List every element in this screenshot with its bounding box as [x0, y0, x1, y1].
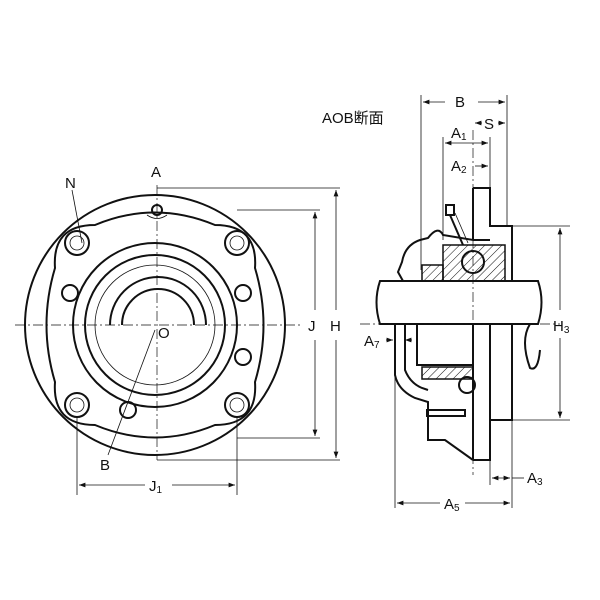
small-hole [234, 284, 252, 302]
label-j: J [308, 318, 316, 335]
label-s: S [484, 116, 494, 133]
grease-nipple-side [445, 204, 469, 246]
label-a5: A5 [444, 496, 460, 514]
front-view: N A O J H B J1 [15, 164, 341, 496]
bolt-hole-inner [69, 235, 85, 251]
label-h3: H3 [553, 318, 570, 336]
bolt-hole-inner [229, 397, 245, 413]
label-j1: J1 [149, 478, 163, 496]
collar-top [421, 264, 444, 282]
label-b-side: B [455, 94, 465, 111]
b-leader [107, 329, 156, 456]
set-screw [426, 409, 466, 417]
bolt-holes [61, 230, 252, 419]
bore-arc [109, 276, 207, 326]
shaft [375, 280, 543, 325]
side-view-section: AOB断面 [322, 94, 570, 514]
label-a7: A7 [364, 333, 380, 351]
label-n: N [65, 175, 76, 192]
n-leader [71, 189, 83, 244]
small-hole [234, 348, 252, 366]
bolt-hole [224, 230, 250, 256]
bolt-hole [64, 230, 90, 256]
section-title: AOB断面 [322, 110, 384, 127]
label-a1: A1 [451, 125, 467, 143]
label-a: A [151, 164, 161, 181]
label-a3: A3 [527, 470, 543, 488]
housing-top [396, 188, 490, 282]
label-o: O [158, 325, 170, 342]
housing-inner-circle [84, 254, 226, 396]
bolt-hole [224, 392, 250, 418]
small-hole [61, 284, 79, 302]
flange-body-outline [45, 211, 265, 439]
shaft-break [524, 323, 541, 370]
housing-bottom [394, 324, 474, 461]
label-a2: A2 [451, 158, 467, 176]
label-h: H [330, 318, 341, 335]
ball-bottom [458, 376, 476, 394]
bolt-hole-inner [69, 397, 85, 413]
inner-bore-arc [121, 288, 195, 326]
label-b-front: B [100, 457, 110, 474]
bolt-hole [64, 392, 90, 418]
bolt-hole-inner [229, 235, 245, 251]
